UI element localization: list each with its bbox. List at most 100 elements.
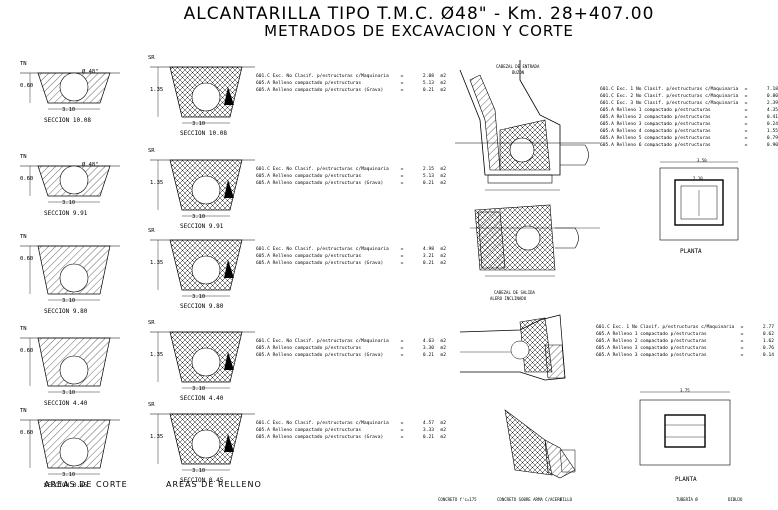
quantity-row: 605.A Relleno 3 compactado p/estructuras… (596, 345, 778, 352)
height-dim: 0.60 (20, 348, 34, 354)
item-unit: m2 (440, 167, 446, 172)
cut-section-caption: SECCION 0.45 (44, 482, 88, 489)
item-value: 5.13 (422, 174, 434, 179)
footnote-1: CONCRETO f'c=175 (438, 497, 477, 502)
sr-label: SR (148, 55, 155, 61)
cut-section-caption: SECCION 9.80 (44, 308, 88, 315)
section-quantity-table: 601.C Exc. No Clasif. p/estructuras c/Ma… (256, 338, 446, 359)
equals-sign: = (400, 81, 404, 86)
item-value: 0.14 (762, 353, 774, 358)
item-description: 601.C Exc. No Clasif. p/estructuras c/Ma… (256, 247, 389, 252)
item-value: 0.76 (762, 346, 774, 351)
quantity-row: 601.C Exc. No Clasif. p/estructuras c/Ma… (256, 166, 446, 173)
entrance-plan-width: 3.50 (697, 158, 707, 163)
height-dim: 0.60 (20, 430, 34, 436)
exit-plan-caption: PLANTA (675, 476, 697, 483)
width-dim: 3.10 (62, 472, 76, 478)
item-description: 605.A Relleno compactado p/estructuras (… (256, 353, 384, 358)
quantity-row: 601.C Exc. 2 No Clasif. p/estructuras c/… (600, 93, 778, 100)
quantity-row: 601.C Exc. No Clasif. p/estructuras c/Ma… (256, 73, 446, 80)
equals-sign: = (740, 353, 744, 358)
item-value: 4.63 (422, 339, 434, 344)
equals-sign: = (744, 87, 748, 92)
item-description: 605.A Relleno compactado p/estructuras (256, 81, 362, 86)
item-description: 601.C Exc. No Clasif. p/estructuras c/Ma… (256, 339, 389, 344)
width-dim: 3.10 (192, 121, 206, 127)
quantity-row: 605.A Relleno compactado p/estructuras (… (256, 352, 446, 359)
item-unit: m2 (440, 421, 446, 426)
section-quantity-table: 601.C Exc. No Clasif. p/estructuras c/Ma… (256, 246, 446, 267)
item-value: 2.15 (422, 167, 434, 172)
equals-sign: = (744, 129, 748, 134)
quantity-row: 605.A Relleno compactado p/estructuras=3… (256, 345, 446, 352)
quantity-row: 605.A Relleno compactado p/estructuras=5… (256, 173, 446, 180)
item-description: 605.A Relleno 3 compactado p/estructuras (596, 346, 707, 351)
item-unit: m2 (774, 331, 778, 338)
quantity-row: 605.A Relleno compactado p/estructuras (… (256, 260, 446, 267)
item-value: 0.21 (422, 88, 434, 93)
footnote-3: FILLO (560, 497, 573, 502)
item-description: 605.A Relleno 5 compactado p/estructuras (600, 136, 711, 141)
item-description: 605.A Relleno 3 compactado p/estructuras (596, 353, 707, 358)
height-dim: 0.60 (20, 256, 34, 262)
item-value: 0.21 (422, 353, 434, 358)
equals-sign: = (744, 101, 748, 106)
item-value: 2.77 (762, 325, 774, 330)
item-unit: m2 (440, 81, 446, 86)
item-unit: m2 (774, 352, 778, 359)
item-description: 605.A Relleno 4 compactado p/estructuras (600, 129, 711, 134)
item-unit: m2 (440, 88, 446, 93)
item-unit: m2 (774, 324, 778, 331)
fill-section-caption: SECCION 10.08 (180, 130, 227, 137)
quantity-row: 601.C Exc. 3 No Clasif. p/estructuras c/… (600, 100, 778, 107)
item-description: 601.C Exc. 1 No Clasif. p/estructuras c/… (596, 325, 735, 330)
equals-sign: = (400, 181, 404, 186)
equals-sign: = (400, 339, 404, 344)
equals-sign: = (740, 325, 744, 330)
item-value: 4.35 (766, 108, 778, 113)
item-value: 0.90 (766, 143, 778, 148)
equals-sign: = (744, 122, 748, 127)
item-unit: m2 (440, 339, 446, 344)
section-drawing (20, 331, 255, 393)
equals-sign: = (740, 339, 744, 344)
equals-sign: = (400, 167, 404, 172)
height-dim: 1.35 (150, 352, 164, 358)
item-value: 0.21 (422, 261, 434, 266)
item-description: 601.C Exc. No Clasif. p/estructuras c/Ma… (256, 421, 389, 426)
cut-section-caption: SECCION 9.91 (44, 210, 88, 217)
quantity-row: 605.A Relleno compactado p/estructuras (… (256, 434, 446, 441)
pipe-diameter-label: Ø 48" (82, 162, 99, 168)
item-description: 605.A Relleno compactado p/estructuras (256, 346, 362, 351)
item-unit: m2 (440, 261, 446, 266)
height-dim: 0.60 (20, 176, 34, 182)
height-dim: 1.35 (150, 434, 164, 440)
quantity-row: 605.A Relleno compactado p/estructuras (… (256, 180, 446, 187)
quantity-row: 605.A Relleno 2 compactado p/estructuras… (600, 114, 778, 121)
item-value: 5.13 (422, 81, 434, 86)
quantity-row: 601.C Exc. 1 No Clasif. p/estructuras c/… (596, 324, 778, 331)
item-description: 605.A Relleno compactado p/estructuras (… (256, 88, 384, 93)
equals-sign: = (400, 428, 404, 433)
item-value: 0.79 (766, 136, 778, 141)
quantity-row: 605.A Relleno 3 compactado p/estructuras… (596, 352, 778, 359)
footnote-2: CONCRETO SOBRE ARMA C/ACERO (497, 497, 563, 502)
item-value: 4.98 (422, 247, 434, 252)
item-description: 601.C Exc. 3 No Clasif. p/estructuras c/… (600, 101, 739, 106)
item-description: 605.A Relleno compactado p/estructuras (256, 428, 362, 433)
cut-section-caption: SECCION 10.08 (44, 117, 91, 124)
quantity-row: 601.C Exc. No Clasif. p/estructuras c/Ma… (256, 338, 446, 345)
fill-section-caption: SECCION 0.45 (180, 477, 224, 484)
item-value: 3.33 (422, 428, 434, 433)
quantity-row: 605.A Relleno compactado p/estructuras=3… (256, 253, 446, 260)
section-drawing (20, 66, 255, 124)
quantity-row: 605.A Relleno compactado p/estructuras = 5… (256, 80, 446, 87)
section-quantity-table: 601.C Exc. No Clasif. p/estructuras c/Ma… (256, 420, 446, 441)
width-dim: 3.10 (62, 298, 76, 304)
item-unit: m2 (774, 345, 778, 352)
exit-quantity-table: 601.C Exc. 1 No Clasif. p/estructuras c/… (596, 324, 778, 359)
item-description: 601.C Exc. No Clasif. p/estructuras c/Ma… (256, 167, 389, 172)
equals-sign: = (400, 421, 404, 426)
tn-label: TN (20, 408, 27, 414)
item-unit: m2 (440, 74, 446, 79)
